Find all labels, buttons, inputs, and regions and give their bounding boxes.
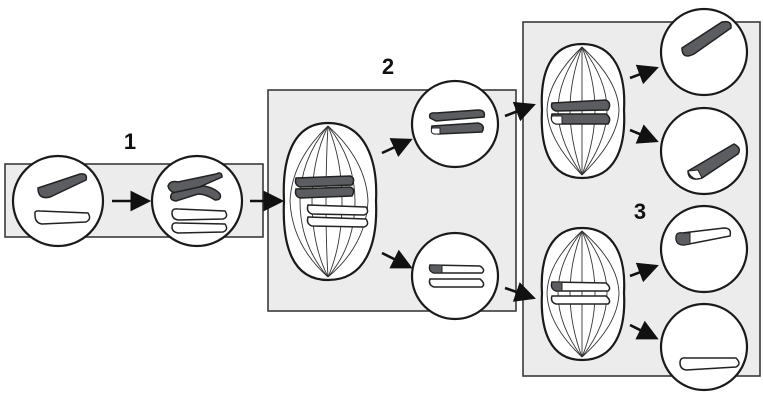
cell-replicated — [150, 154, 244, 248]
gamete-2 — [659, 106, 749, 196]
cell-metaphase-2-lower — [540, 226, 626, 362]
cell-daughter-lower — [410, 231, 500, 321]
dark-chromosome — [37, 173, 88, 199]
cell-daughter-upper — [410, 79, 500, 169]
arrow-3a — [381, 138, 413, 157]
light-chromosome — [34, 210, 91, 225]
gamete-4 — [659, 302, 749, 392]
stage-label-3: 3 — [634, 199, 646, 224]
arrow-3b — [381, 249, 413, 269]
arrow-5d — [629, 320, 659, 340]
arrow-5a — [629, 64, 659, 85]
cell-metaphase-1 — [282, 121, 378, 282]
arrow-5b — [629, 124, 659, 144]
arrow-5c — [629, 262, 659, 283]
cell-interphase — [11, 154, 105, 248]
cell-metaphase-2-upper — [540, 42, 626, 180]
gamete-3 — [659, 204, 749, 294]
stage-label-2: 2 — [382, 54, 394, 79]
arrow-4b — [504, 282, 536, 302]
gamete-1 — [659, 7, 749, 97]
arrow-4a — [504, 101, 536, 122]
stage-label-1: 1 — [124, 129, 136, 154]
